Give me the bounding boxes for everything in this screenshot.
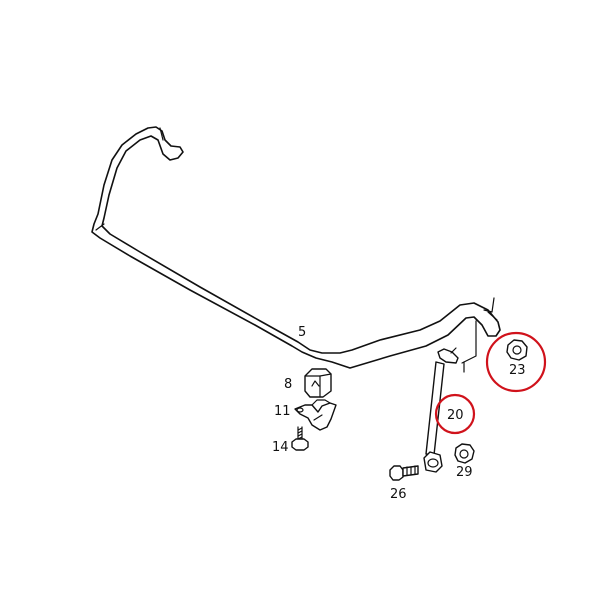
leader-lines — [461, 320, 477, 373]
nut-29-part — [454, 443, 475, 464]
label-part-5: 5 — [298, 325, 306, 340]
nut-23-part — [506, 339, 528, 361]
label-part-23: 23 — [509, 363, 526, 378]
label-part-14: 14 — [272, 440, 289, 455]
label-part-26: 26 — [390, 487, 407, 502]
bolt-14-part — [291, 426, 309, 451]
highlight-circle-23 — [485, 331, 547, 393]
highlight-circle-20 — [434, 393, 476, 435]
label-part-8: 8 — [284, 377, 292, 392]
bushing-part — [304, 368, 332, 398]
label-part-20: 20 — [447, 408, 464, 423]
bracket-part — [294, 399, 337, 431]
bolt-26-part — [389, 465, 419, 481]
stabilizer-bar — [91, 126, 501, 369]
label-part-11: 11 — [274, 404, 291, 419]
link-part — [423, 347, 459, 473]
label-part-29: 29 — [456, 465, 473, 480]
